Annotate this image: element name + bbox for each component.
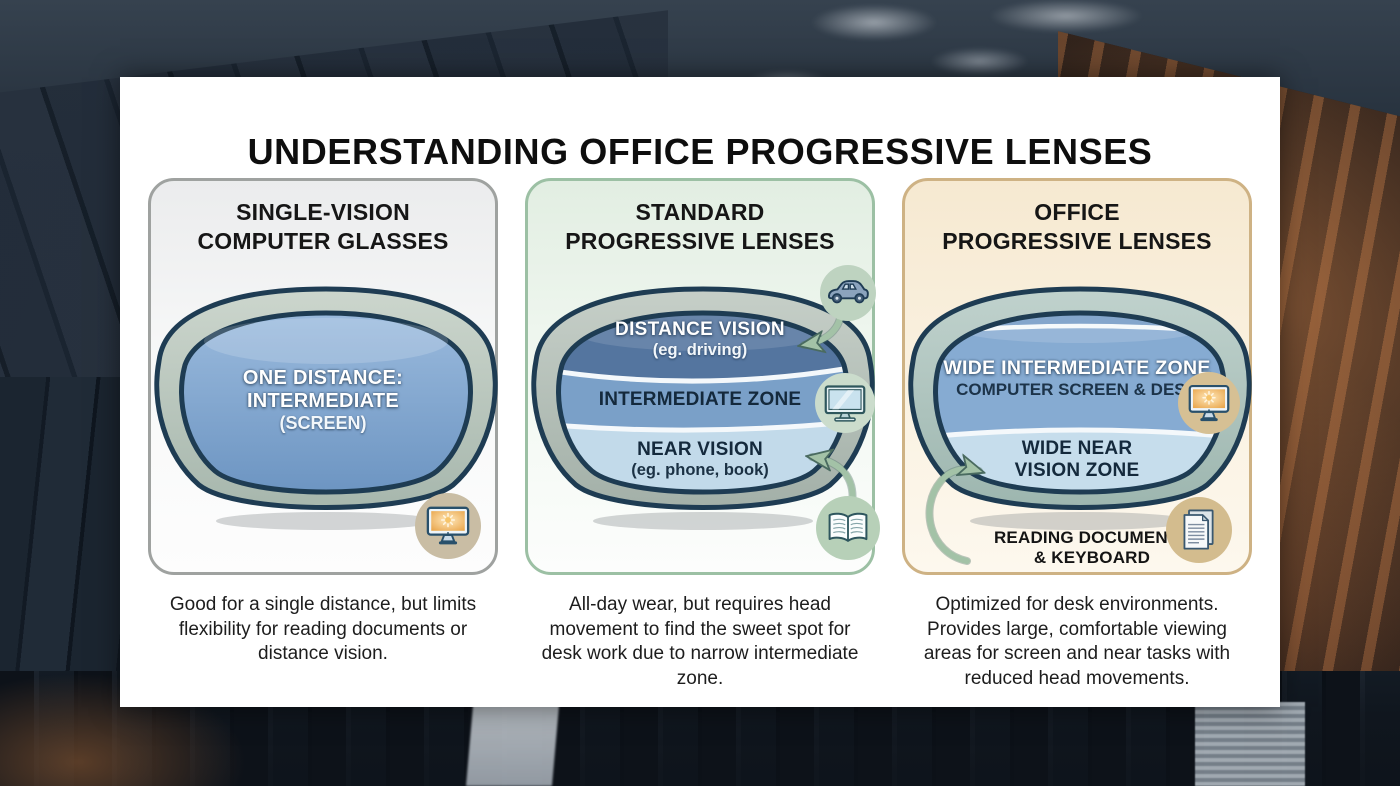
captions-row: Good for a single distance, but limits f… — [120, 593, 1280, 692]
monitor-icon — [815, 373, 875, 433]
background-lit-tower — [1195, 702, 1305, 786]
caption-office-progressive: Optimized for desk environments. Provide… — [923, 594, 1231, 690]
panel-standard-progressive: STANDARD PROGRESSIVE LENSES — [525, 178, 880, 575]
panels-row: SINGLE-VISION COMPUTER GLASSES — [120, 178, 1280, 575]
panel-heading: OFFICE PROGRESSIVE LENSES — [942, 199, 1212, 254]
glasses-illustration-office-progressive — [908, 286, 1252, 565]
panel-single-vision: SINGLE-VISION COMPUTER GLASSES — [148, 178, 498, 575]
bright-monitor-icon — [1178, 372, 1240, 434]
infographic-card: UNDERSTANDING OFFICE PROGRESSIVE LENSES … — [120, 77, 1280, 707]
panel-office-progressive: OFFICE PROGRESSIVE LENSES — [902, 178, 1252, 575]
open-book-icon — [816, 496, 880, 560]
car-icon — [820, 265, 876, 321]
glasses-illustration-single-vision — [154, 286, 498, 530]
glasses-illustration-standard-progressive — [531, 286, 875, 530]
caption-standard-progressive: All-day wear, but requires head movement… — [541, 594, 859, 690]
documents-icon — [1166, 497, 1232, 563]
bright-monitor-icon — [415, 493, 481, 559]
panel-heading: STANDARD PROGRESSIVE LENSES — [565, 199, 835, 254]
page-title: UNDERSTANDING OFFICE PROGRESSIVE LENSES — [247, 131, 1153, 173]
caption-single-vision: Good for a single distance, but limits f… — [169, 594, 477, 665]
panel-heading: SINGLE-VISION COMPUTER GLASSES — [197, 199, 449, 254]
background-light-strip — [465, 694, 561, 786]
